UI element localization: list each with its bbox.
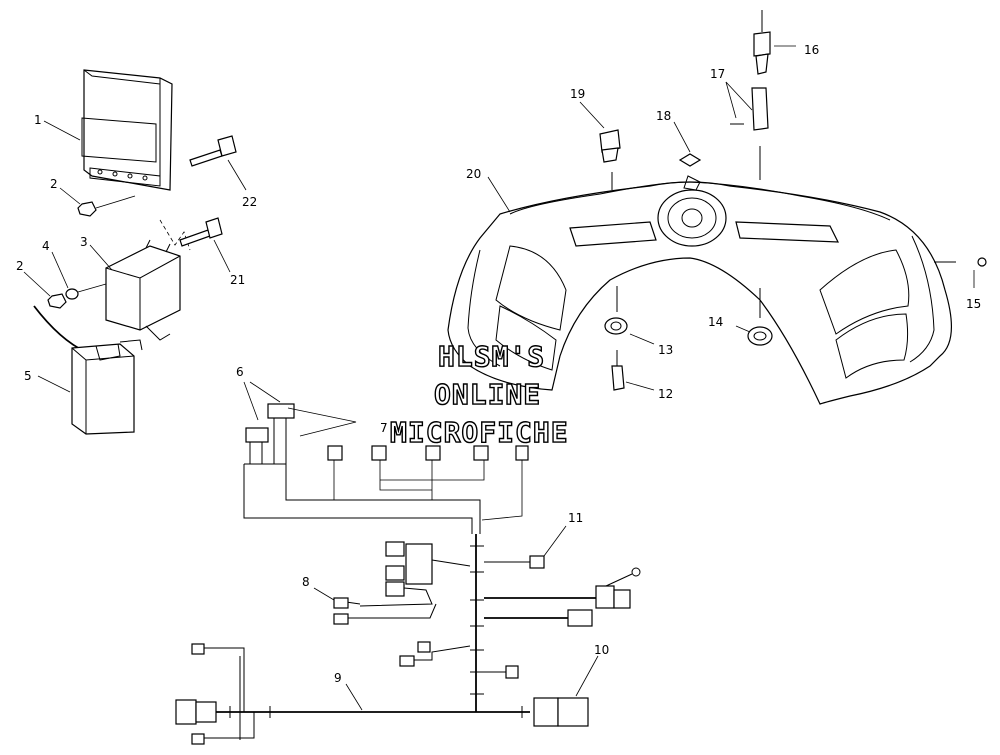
part-11-connector	[484, 555, 545, 569]
callout-21: 21	[230, 273, 245, 287]
callout-10: 10	[594, 643, 609, 657]
watermark-line-1: HLSM'S	[438, 340, 545, 373]
callout-8: 8	[302, 575, 310, 589]
callout-9: 9	[334, 671, 342, 685]
part-2-nut-lower	[47, 293, 67, 309]
part-21-bolt	[179, 217, 223, 247]
watermark-line-2: ONLINE	[434, 378, 541, 411]
callout-20: 20	[466, 167, 481, 181]
part-7-harness-branch	[243, 445, 529, 534]
part-12-bulb	[611, 350, 625, 391]
callout-18: 18	[656, 109, 671, 123]
part-3-regulator	[105, 239, 181, 341]
callout-15: 15	[966, 297, 981, 311]
callout-22: 22	[242, 195, 257, 209]
callout-14: 14	[708, 315, 723, 329]
part-16-bulb	[753, 10, 771, 75]
part-10-connector	[533, 697, 589, 727]
callout-12: 12	[658, 387, 673, 401]
harness-left-end	[175, 643, 255, 745]
part-14-grommet	[747, 288, 773, 346]
part-19-light-socket	[599, 129, 621, 163]
watermark-line-3: MICROFICHE	[390, 416, 569, 449]
callout-3: 3	[80, 235, 88, 249]
harness-right-branches	[399, 567, 641, 679]
part-17-bulb-pair	[730, 87, 769, 131]
callout-13: 13	[658, 343, 673, 357]
part-2-nut-upper	[77, 195, 136, 217]
part-1-cdi-box	[81, 69, 173, 191]
callout-11: 11	[568, 511, 583, 525]
callout-2-upper: 2	[50, 177, 58, 191]
part-20-instrument-pod	[447, 175, 953, 405]
callout-19: 19	[570, 87, 585, 101]
part-5-coil	[33, 305, 143, 435]
callout-7: 7	[380, 421, 388, 435]
callout-5: 5	[24, 369, 32, 383]
part-8-connectors	[333, 541, 471, 625]
callout-2-lower: 2	[16, 259, 24, 273]
part-9-main-harness	[200, 534, 530, 718]
part-4-washer	[65, 288, 79, 300]
callout-1: 1	[34, 113, 42, 127]
part-22-bolt	[189, 135, 237, 167]
part-15-screw	[934, 257, 987, 267]
callout-16: 16	[804, 43, 819, 57]
part-13-nut	[604, 286, 628, 335]
callout-4: 4	[42, 239, 50, 253]
callout-17: 17	[710, 67, 725, 81]
part-6-connectors	[245, 403, 295, 464]
part-18-clip	[678, 153, 702, 167]
callout-6: 6	[236, 365, 244, 379]
